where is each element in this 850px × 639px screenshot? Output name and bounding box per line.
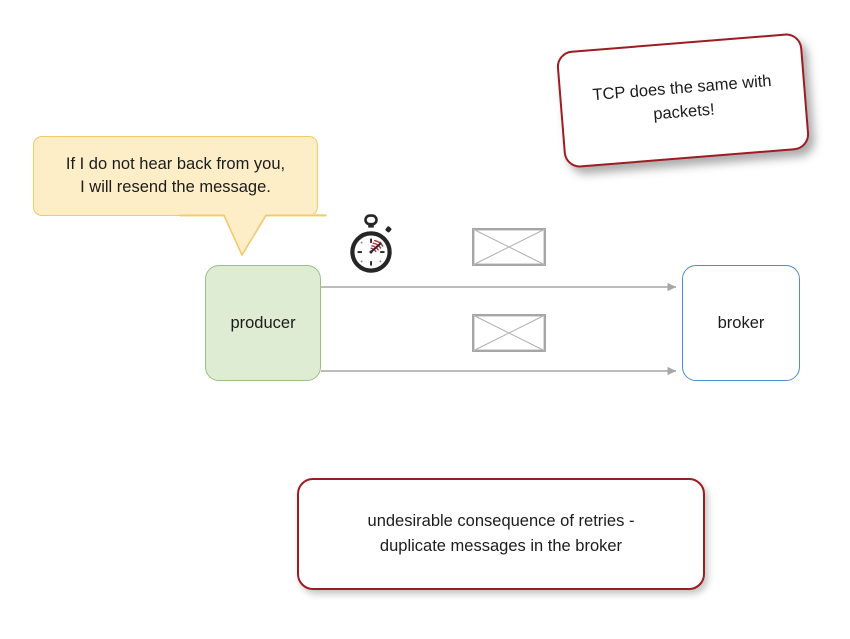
- envelope-icon: [472, 228, 546, 266]
- consequence-callout-box: undesirable consequence of retries - dup…: [297, 478, 705, 590]
- broker-node: broker: [682, 265, 800, 381]
- stopwatch-icon: [350, 214, 392, 273]
- tcp-callout-text: TCP does the same with packets!: [591, 71, 773, 123]
- envelope-icon: [472, 314, 546, 352]
- producer-node: producer: [205, 265, 321, 381]
- tcp-callout-box: TCP does the same with packets!: [555, 32, 811, 169]
- consequence-callout-text: undesirable consequence of retries - dup…: [367, 512, 635, 555]
- broker-node-label: broker: [717, 313, 765, 332]
- producer-node-label: producer: [230, 313, 296, 332]
- producer-speech-bubble-text: If I do not hear back from you, I will r…: [65, 154, 286, 196]
- producer-speech-bubble: If I do not hear back from you, I will r…: [33, 136, 318, 216]
- speech-bubble-tail: [179, 214, 327, 256]
